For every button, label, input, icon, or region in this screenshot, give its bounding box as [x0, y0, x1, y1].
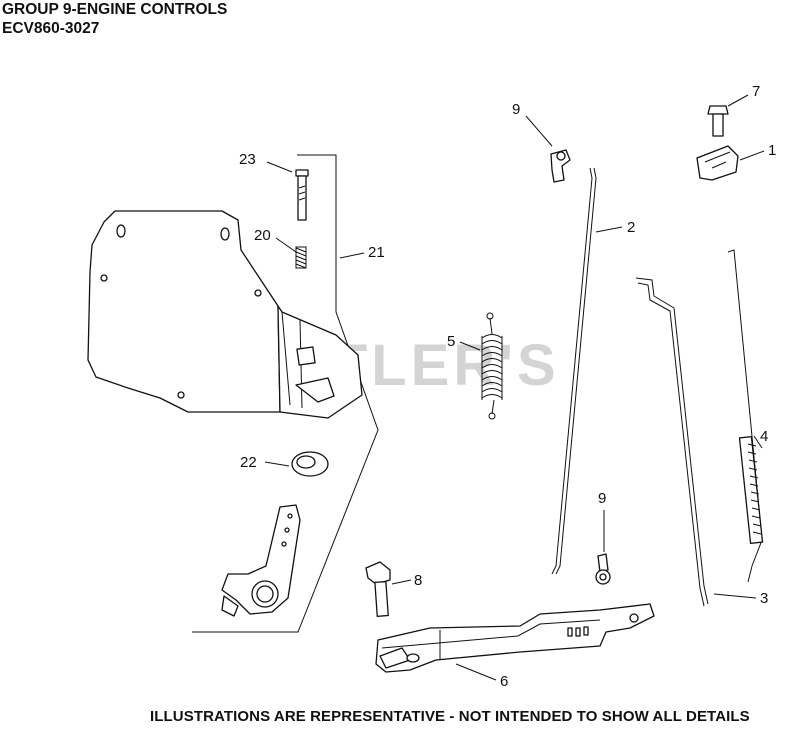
disclaimer-footer: ILLUSTRATIONS ARE REPRESENTATIVE - NOT I…	[150, 708, 750, 725]
callout-20: 20	[254, 227, 271, 244]
callout-3: 3	[760, 590, 768, 607]
part-8-pin	[365, 561, 391, 617]
part-4-cable	[727, 249, 764, 583]
callout-22: 22	[240, 454, 257, 471]
part-9-clip-lower	[595, 553, 611, 585]
part-23-bolt	[295, 169, 309, 221]
part-7-bolt	[707, 105, 729, 137]
header: GROUP 9-ENGINE CONTROLS ECV860-3027	[2, 0, 227, 38]
part-3-rod	[635, 277, 709, 607]
model-number: ECV860-3027	[2, 20, 100, 37]
leader-lines	[264, 94, 765, 681]
callout-labels: 23 20 21 22 5 9 7 1 2 4 3 9 8 6	[239, 83, 776, 690]
callout-1: 1	[768, 142, 776, 159]
part-2-rod	[551, 167, 597, 575]
part-22-bushing	[291, 451, 329, 477]
part-21-bracket-plate	[87, 154, 379, 633]
callout-2: 2	[627, 219, 635, 236]
part-9-clip-upper	[550, 149, 571, 183]
callout-7: 7	[752, 83, 760, 100]
callout-9-lower: 9	[598, 490, 606, 507]
callout-5: 5	[447, 333, 455, 350]
page-title: GROUP 9-ENGINE CONTROLS	[2, 1, 228, 18]
callout-23: 23	[239, 151, 256, 168]
part-20-spring	[295, 246, 307, 269]
callout-9-upper: 9	[512, 101, 520, 118]
part-5-spring	[481, 312, 503, 420]
callout-8: 8	[414, 572, 422, 589]
throttle-lever	[221, 504, 301, 617]
callout-6: 6	[500, 673, 508, 690]
callout-4: 4	[760, 428, 768, 445]
part-1-clamp	[696, 145, 739, 181]
part-6-bracket	[375, 603, 655, 673]
callout-21: 21	[368, 244, 385, 261]
